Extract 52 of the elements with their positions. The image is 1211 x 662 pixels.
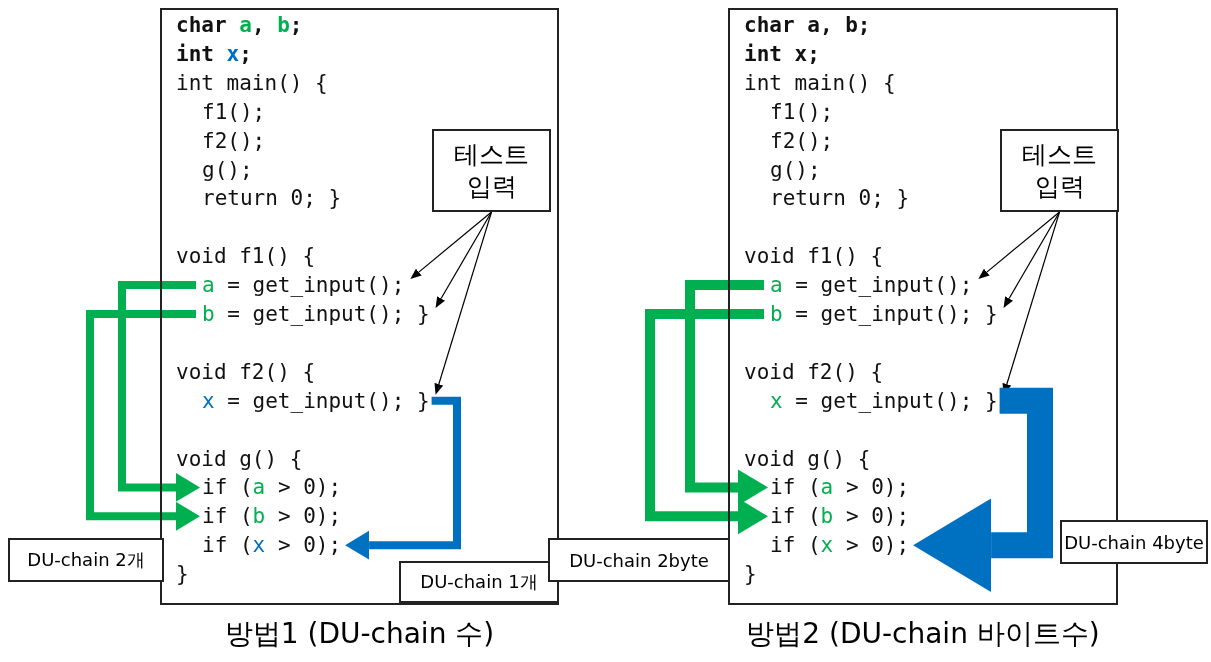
code-line: void f2() { — [744, 358, 884, 385]
code-line: a = get_input(); — [770, 272, 973, 299]
code-line: char a, b; — [176, 12, 303, 38]
callout-box: DU-chain 2byte — [548, 538, 730, 582]
code-line: if (x > 0); — [770, 532, 910, 559]
code-line: } — [744, 561, 757, 588]
arrow — [645, 309, 768, 535]
code-line: void g() { — [176, 445, 303, 472]
code-line: char a, b; — [744, 12, 871, 38]
arrow — [978, 211, 1061, 280]
code-line: void g() { — [744, 445, 871, 472]
code-line: if (b > 0); — [770, 503, 910, 530]
code-line: if (a > 0); — [202, 474, 342, 501]
code-line: b = get_input(); } — [770, 301, 998, 327]
callout-box: DU-chain 4byte — [1060, 520, 1208, 564]
code-line: f1(); — [770, 98, 834, 125]
code-line: } — [176, 561, 189, 588]
code-line: void f1() { — [176, 243, 316, 270]
code-line: if (b > 0); — [202, 503, 342, 530]
code-line: int x; — [744, 40, 820, 67]
code-line: x = get_input(); } — [202, 387, 430, 414]
code-line: return 0; } — [770, 185, 910, 212]
code-line: return 0; } — [202, 185, 342, 212]
code-line: if (x > 0); — [202, 532, 342, 559]
arrow — [118, 281, 200, 502]
code-line: f1(); — [202, 98, 266, 125]
code-line: b = get_input(); } — [202, 301, 430, 327]
code-line: a = get_input(); — [202, 272, 405, 299]
code-line: int x; — [176, 40, 252, 67]
panel-caption: 방법2 (DU-chain 바이트수) — [745, 617, 1101, 651]
code-line: f2(); — [770, 127, 834, 154]
code-line: x = get_input(); } — [770, 387, 998, 414]
callout-box: DU-chain 1개 — [399, 561, 559, 603]
arrow — [435, 211, 493, 308]
arrow — [410, 211, 493, 280]
arrow — [86, 310, 200, 531]
callout-box: DU-chain 2개 — [8, 538, 164, 582]
arrow — [913, 387, 1053, 592]
arrow — [434, 211, 493, 395]
code-line: int main() { — [176, 69, 328, 96]
code-line: void f2() { — [176, 358, 316, 385]
test-input-box: 테스트 입력 — [1000, 129, 1119, 212]
panel-caption: 방법1 (DU-chain 수) — [223, 617, 496, 651]
code-line: int main() { — [744, 69, 896, 96]
code-line: void f1() { — [744, 243, 884, 270]
arrow — [345, 396, 461, 560]
code-line: g(); — [202, 156, 253, 183]
test-input-box: 테스트 입력 — [432, 129, 551, 212]
arrow — [1003, 211, 1061, 308]
code-line: g(); — [770, 156, 821, 183]
code-line: f2(); — [202, 127, 266, 154]
code-line: if (a > 0); — [770, 474, 910, 501]
